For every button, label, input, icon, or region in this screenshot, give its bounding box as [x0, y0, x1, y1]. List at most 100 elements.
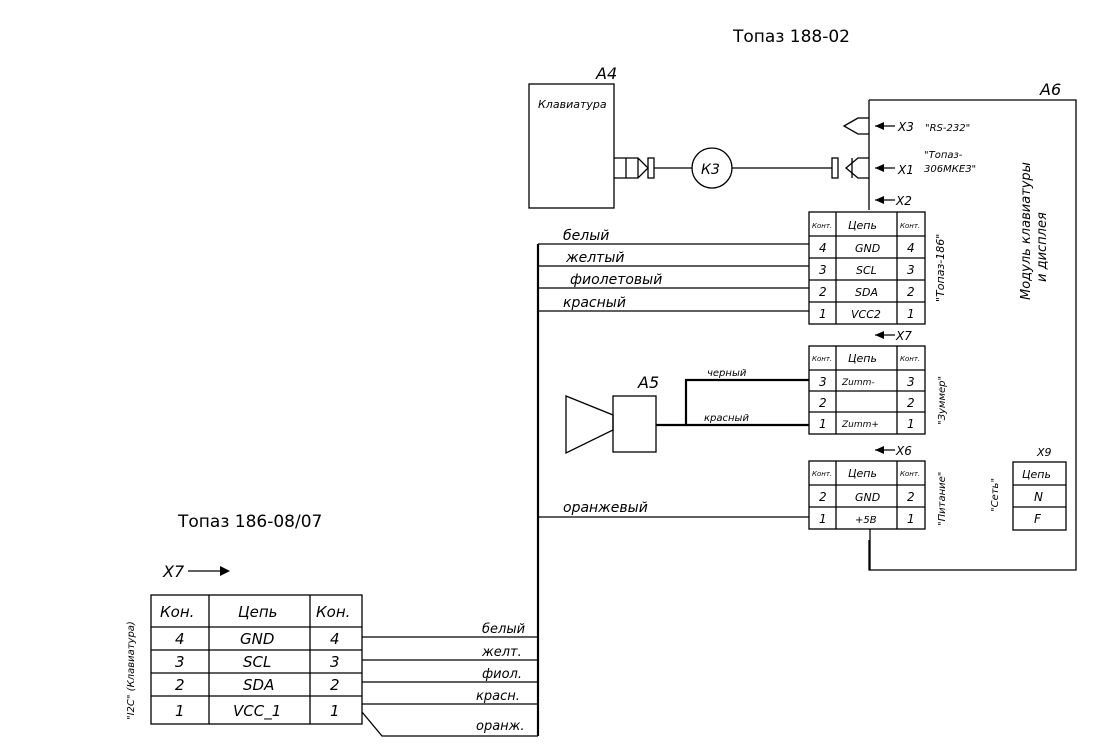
svg-text:2: 2 [330, 676, 340, 694]
a6-name-line2: и дисплея [1035, 212, 1050, 282]
svg-text:4: 4 [330, 630, 340, 648]
svg-text:SDA: SDA [855, 286, 878, 299]
x1-note-1: "Топаз- [924, 150, 963, 161]
svg-text:красный: красный [704, 413, 749, 424]
svg-text:SDA: SDA [243, 676, 274, 694]
svg-text:Цепь: Цепь [848, 467, 877, 480]
svg-text:3: 3 [330, 653, 340, 671]
svg-text:SCL: SCL [856, 264, 877, 277]
svg-text:Конт.: Конт. [812, 222, 832, 230]
svg-text:Конт.: Конт. [900, 355, 920, 363]
main-harness [361, 243, 871, 737]
x3-ref: X3 [897, 120, 914, 134]
svg-text:Цепь: Цепь [1022, 468, 1051, 481]
table-ext-i2c: Кон. Цепь Кон. 4 GND 4 3 SCL 3 2 SDA 2 1… [126, 594, 363, 725]
keyboard-block-a4: A4 Клавиатура [528, 64, 655, 209]
svg-text:Конт.: Конт. [812, 355, 832, 363]
table-x7-caption: "Зуммер" [937, 376, 948, 425]
svg-text:2: 2 [907, 490, 915, 504]
svg-text:Кон.: Кон. [316, 603, 350, 621]
k3-ref: К3 [701, 162, 720, 178]
svg-text:1: 1 [907, 512, 915, 526]
svg-text:3: 3 [175, 653, 185, 671]
svg-text:1: 1 [907, 307, 915, 321]
table-x9-caption: "Сеть" [990, 478, 1001, 512]
svg-text:Цепь: Цепь [848, 219, 877, 232]
wire-top-red: красный [563, 295, 626, 311]
connector-x3: X3 "RS-232" [842, 117, 970, 135]
x1-ref: X1 [897, 163, 914, 177]
svg-text:Кон.: Кон. [160, 603, 194, 621]
svg-text:Конт.: Конт. [900, 470, 920, 478]
svg-text:X6: X6 [895, 444, 912, 458]
svg-text:2: 2 [907, 285, 915, 299]
svg-text:3: 3 [819, 375, 827, 389]
wire-top-white: белый [563, 228, 609, 244]
svg-text:X2: X2 [895, 194, 912, 208]
module-block-a6: A6 Модуль клавиатуры и дисплея [868, 80, 1077, 571]
svg-text:N: N [1034, 490, 1043, 504]
table-x2: Конт. Цепь Конт. 4 GND 4 3 SCL 3 2 SDA 2… [808, 211, 947, 325]
svg-text:4: 4 [175, 630, 185, 648]
a6-ref: A6 [1039, 80, 1061, 99]
table-ext-caption: "I2C" (Клавиатура) [126, 621, 137, 720]
svg-text:2: 2 [907, 396, 915, 410]
svg-text:1: 1 [819, 512, 827, 526]
peripheral-device-title: Топаз 186-08/07 [177, 512, 322, 532]
table-x6-power: Конт. Цепь Конт. 2 GND 2 1 +5В 1 "Питани… [808, 460, 948, 530]
svg-text:Конт.: Конт. [812, 470, 832, 478]
svg-text:1: 1 [175, 702, 185, 720]
wire-bottom-white: белый [482, 622, 525, 637]
svg-text:VCC_1: VCC_1 [233, 702, 281, 721]
connector-x7-label: X7 [875, 329, 912, 343]
svg-text:F: F [1034, 512, 1042, 526]
svg-text:2: 2 [819, 396, 827, 410]
cable-k3: К3 [691, 147, 733, 189]
a4-ref: A4 [595, 64, 617, 83]
svg-text:Цепь: Цепь [848, 352, 877, 365]
svg-text:GND: GND [855, 491, 880, 504]
svg-text:1: 1 [819, 417, 827, 431]
wire-bottom-orange: оранж. [476, 719, 525, 734]
svg-text:Zumm-: Zumm- [841, 378, 875, 388]
wire-top-violet: фиолетовый [570, 272, 662, 288]
svg-text:4: 4 [907, 241, 915, 255]
connector-x1: X1 "Топаз- 306МКЕЗ" [831, 150, 976, 179]
svg-text:Конт.: Конт. [900, 222, 920, 230]
connector-x2-label: X2 [875, 194, 912, 208]
svg-text:Цепь: Цепь [238, 603, 278, 621]
svg-text:VCC2: VCC2 [851, 308, 881, 321]
svg-text:черный: черный [707, 368, 747, 379]
svg-text:X7: X7 [895, 329, 912, 343]
table-x7-buzzer: Конт. Цепь Конт. 3 Zumm- 3 2 2 1 Zumm+ 1… [808, 345, 948, 435]
svg-text:A5: A5 [637, 373, 659, 392]
svg-text:2: 2 [819, 285, 827, 299]
wire-power-orange: оранжевый [563, 500, 648, 516]
table-x9-network: X9 Цепь N F "Сеть" [990, 446, 1067, 531]
svg-text:SCL: SCL [243, 653, 271, 671]
connector-x7-ext: X7 [162, 562, 230, 581]
table-x6-caption: "Питание" [937, 472, 948, 526]
a6-name-line1: Модуль клавиатуры [1019, 162, 1034, 300]
svg-text:4: 4 [819, 241, 827, 255]
wire-top-yellow: желтый [565, 250, 624, 266]
x3-note: "RS-232" [925, 123, 970, 134]
connector-x6-label: X6 [875, 444, 912, 458]
svg-text:3: 3 [819, 263, 827, 277]
svg-text:X7: X7 [162, 562, 185, 581]
svg-text:2: 2 [819, 490, 827, 504]
svg-text:Zumm+: Zumm+ [841, 420, 879, 430]
wire-bottom-violet: фиол. [482, 667, 522, 682]
svg-text:2: 2 [175, 676, 185, 694]
wire-bottom-red: красн. [476, 689, 520, 704]
table-x2-caption: "Топаз-186" [934, 234, 947, 302]
svg-text:1: 1 [330, 702, 340, 720]
svg-text:+5В: +5В [855, 515, 877, 526]
a4-name: Клавиатура [538, 98, 607, 111]
svg-text:1: 1 [819, 307, 827, 321]
buzzer-block-a5: A5 [565, 373, 659, 455]
main-device-title: Топаз 188-02 [732, 27, 850, 47]
svg-text:X9: X9 [1036, 446, 1052, 459]
svg-text:1: 1 [907, 417, 915, 431]
